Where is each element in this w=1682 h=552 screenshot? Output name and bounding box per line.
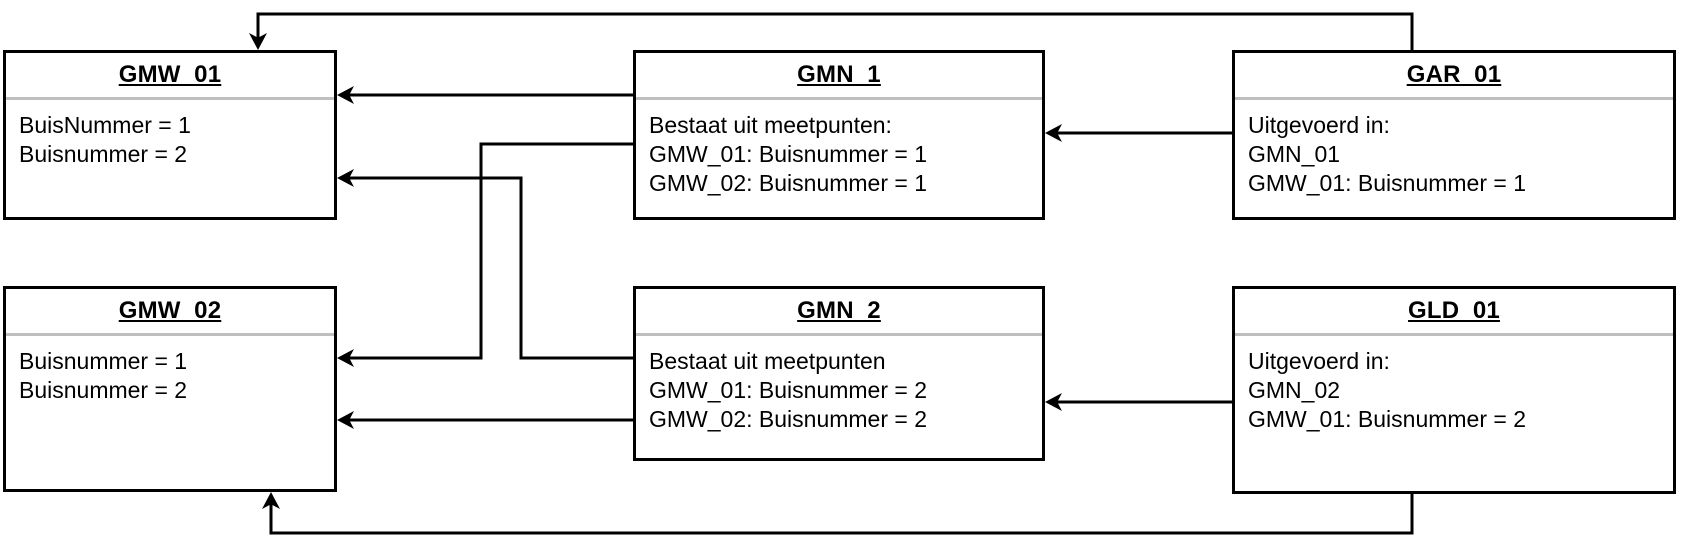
arrowhead-icon — [337, 169, 354, 187]
arrowhead-icon — [262, 492, 280, 509]
arrowhead-icon — [337, 349, 354, 367]
node-attribute-line: BuisNummer = 1 — [19, 112, 191, 138]
node-attribute-line: GMN_02 — [1248, 377, 1341, 403]
node-attribute-line: GMW_01: Buisnummer = 1 — [649, 141, 928, 167]
node-attribute-line: Buisnummer = 2 — [19, 141, 188, 167]
node-attribute-line: Buisnummer = 1 — [19, 348, 188, 374]
node-title: GMW_02 — [118, 297, 222, 324]
node-header: GAR_01 — [1235, 53, 1673, 100]
edge-line — [269, 494, 1414, 535]
edge-gar01-to-gmn1 — [1045, 124, 1232, 142]
node-header: GMW_01 — [6, 53, 334, 100]
node-attribute-line: GMW_01: Buisnummer = 2 — [649, 377, 928, 403]
node-body: Buisnummer = 1 Buisnummer = 2 — [6, 336, 334, 405]
edge-gmn2-to-gmw01 — [337, 169, 633, 360]
arrowhead-icon — [337, 86, 354, 104]
node-attribute-line: GMW_02: Buisnummer = 1 — [649, 170, 928, 196]
node-attribute-line: GMW_02: Buisnummer = 2 — [649, 406, 928, 432]
edge-gmn1-to-gmw02 — [337, 142, 633, 367]
node-title: GMN_1 — [797, 61, 881, 88]
node-attribute-line: GMW_01: Buisnummer = 1 — [1248, 170, 1527, 196]
node-attribute-line: GMW_01: Buisnummer = 2 — [1248, 406, 1527, 432]
node-title: GLD_01 — [1408, 297, 1500, 324]
node-title: GMN_2 — [797, 297, 881, 324]
edge-line — [348, 142, 633, 360]
node-header: GMW_02 — [6, 289, 334, 336]
edge-line — [256, 12, 1414, 50]
node-body: BuisNummer = 1 Buisnummer = 2 — [6, 100, 334, 169]
node-attribute-line: Bestaat uit meetpunten: — [649, 112, 892, 138]
node-attribute-line: Buisnummer = 2 — [19, 377, 188, 403]
node-attribute-line: GMN_01 — [1248, 141, 1341, 167]
node-header: GMN_1 — [636, 53, 1042, 100]
node-attribute-line: Uitgevoerd in: — [1248, 112, 1390, 138]
node-body: Bestaat uit meetpunten: GMW_01: Buisnumme… — [636, 100, 1042, 198]
node-header: GMN_2 — [636, 289, 1042, 336]
node-attribute-line: Uitgevoerd in: — [1248, 348, 1390, 374]
edge-gld01-to-gmn2 — [1045, 393, 1232, 411]
arrowhead-icon — [1045, 124, 1062, 142]
node-header: GLD_01 — [1235, 289, 1673, 336]
edge-gar01-to-gmw01 — [249, 12, 1414, 50]
arrowhead-icon — [337, 411, 354, 429]
node-title: GAR_01 — [1406, 61, 1502, 88]
edge-gmn2-to-gmw02 — [337, 411, 633, 429]
arrowhead-icon — [1045, 393, 1062, 411]
arrowhead-icon — [249, 33, 267, 50]
node-attribute-line: Bestaat uit meetpunten — [649, 348, 886, 374]
edge-line — [348, 176, 633, 360]
edge-gld01-to-gmw02 — [262, 492, 1414, 535]
node-title: GMW_01 — [118, 61, 222, 88]
edge-gmn1-to-gmw01 — [337, 86, 633, 104]
